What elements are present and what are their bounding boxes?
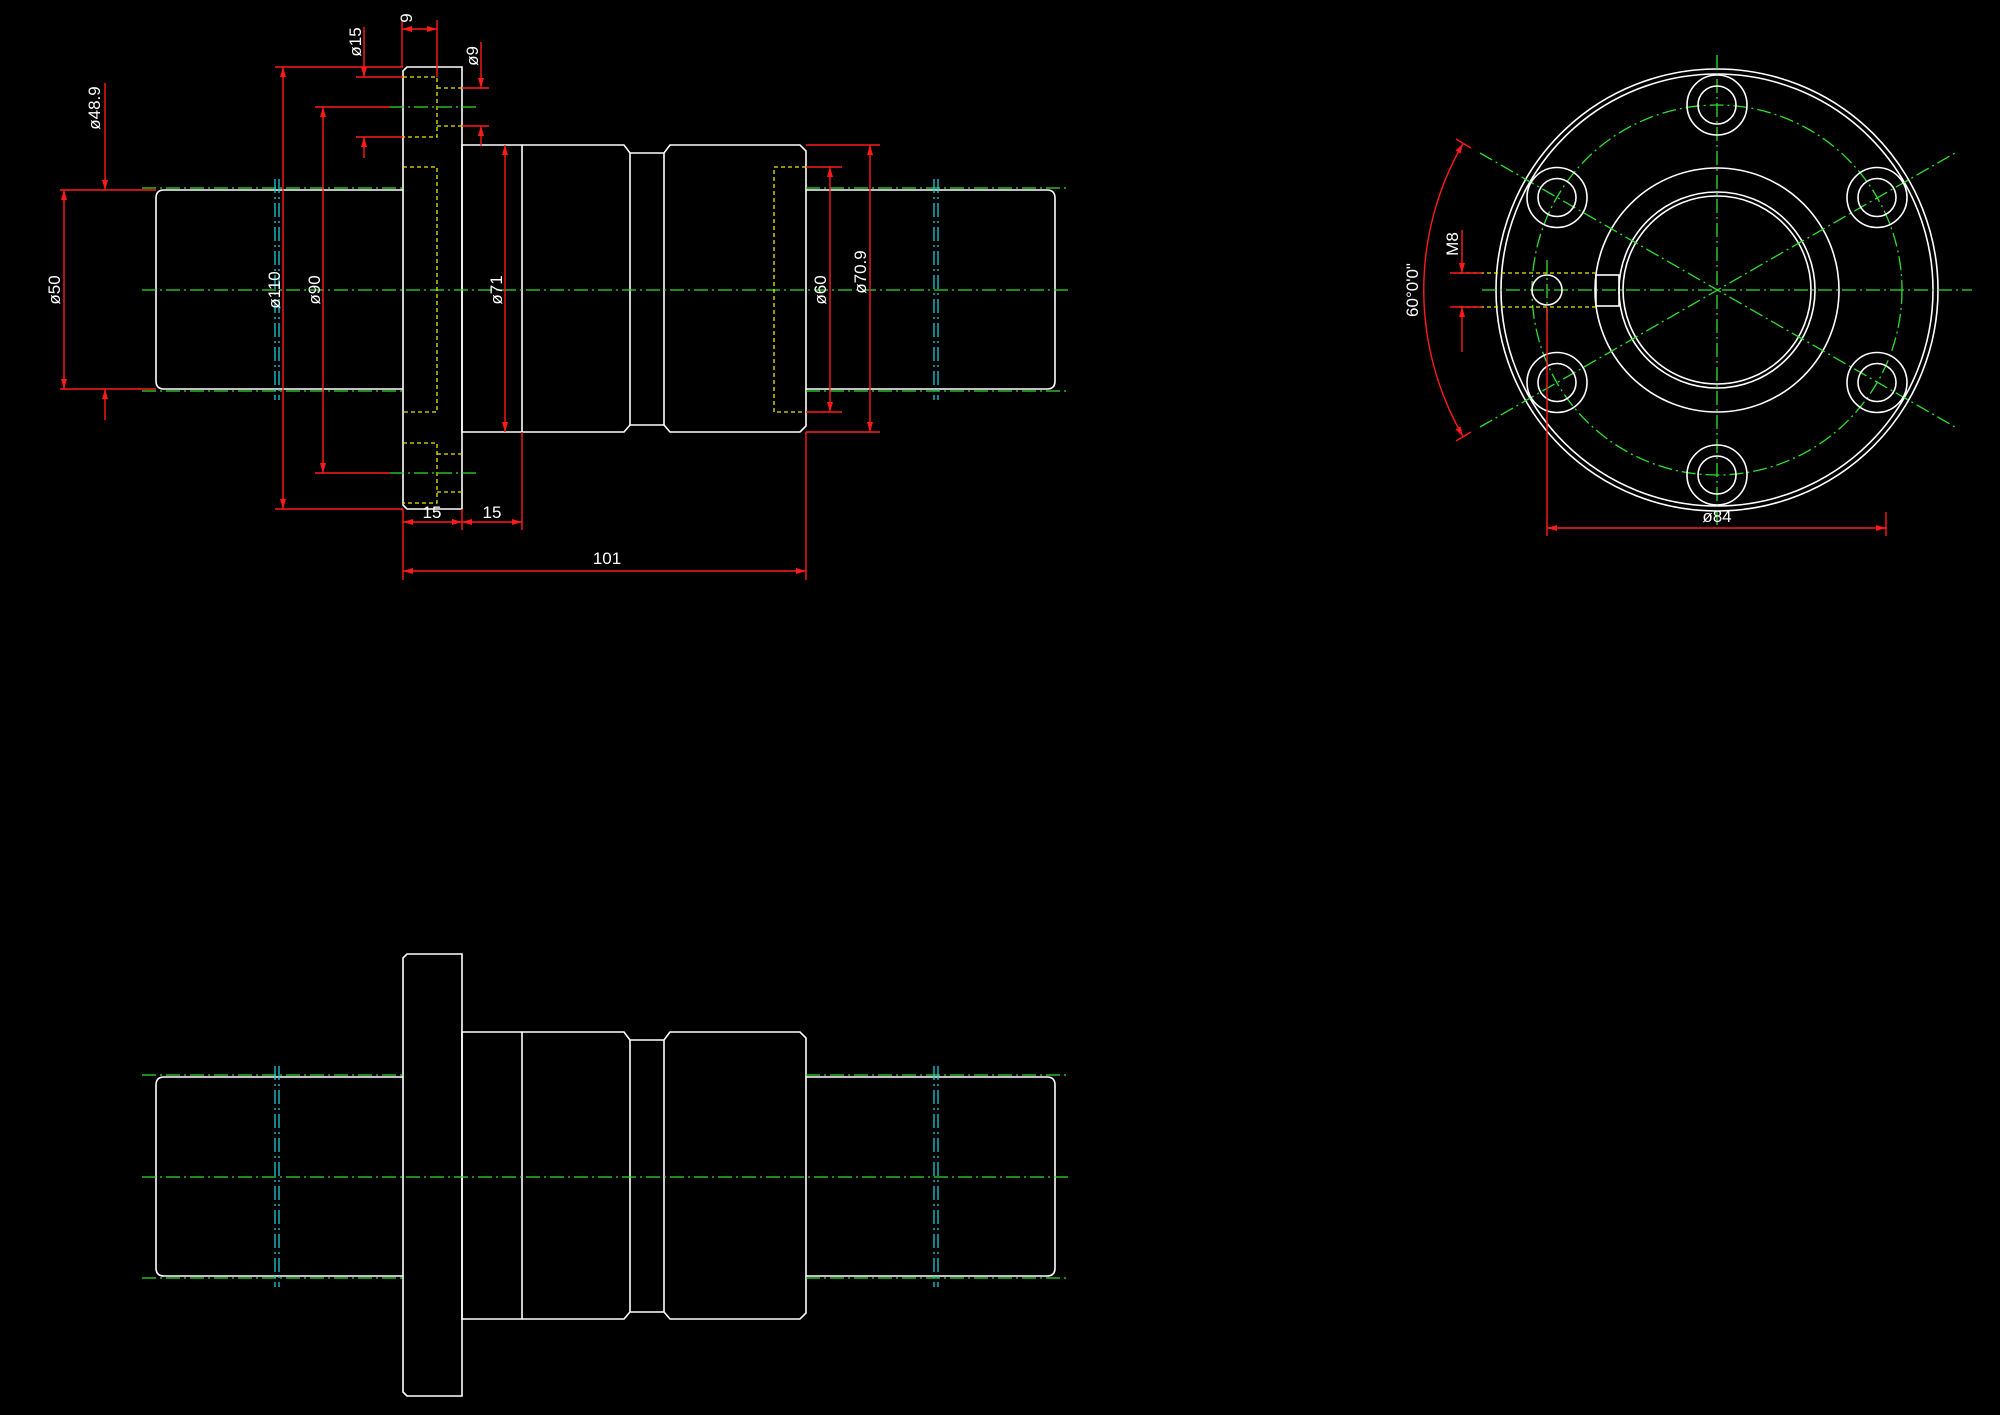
key-slot <box>1595 274 1620 307</box>
m8-hole <box>1531 274 1563 306</box>
bolt-holes <box>1526 74 1908 506</box>
dim-d90: ø90 <box>305 275 324 304</box>
front-view: ø50 ø48.9 ø110 ø90 ø15 9 <box>45 13 1071 580</box>
dim-len101: 101 <box>593 549 621 568</box>
dim-d48-9: ø48.9 <box>85 86 104 129</box>
dim-d15: ø15 <box>346 27 365 56</box>
bottom-view <box>141 953 1071 1397</box>
dim-d70-9: ø70.9 <box>851 250 870 293</box>
dim-m8: M8 <box>1443 232 1462 256</box>
dim-d110: ø110 <box>265 271 284 309</box>
dim-len15b: 15 <box>483 503 502 522</box>
hidden-lines <box>390 76 806 504</box>
dim-d50: ø50 <box>45 275 64 304</box>
end-view: M8 60°0'0" ø84 <box>1403 55 1972 536</box>
dim-d60: ø60 <box>811 275 830 304</box>
dim-d9: ø9 <box>463 46 482 66</box>
dim-d84: ø84 <box>1702 507 1731 526</box>
part-outline-copy <box>141 953 1071 1397</box>
dimensions: ø50 ø48.9 ø110 ø90 ø15 9 <box>45 13 880 580</box>
dim-d71: ø71 <box>487 275 506 304</box>
dim-w9: 9 <box>397 13 416 22</box>
end-view-dimensions: M8 60°0'0" ø84 <box>1403 138 1887 536</box>
dim-angle: 60°0'0" <box>1403 263 1422 317</box>
dim-len15a: 15 <box>423 503 442 522</box>
